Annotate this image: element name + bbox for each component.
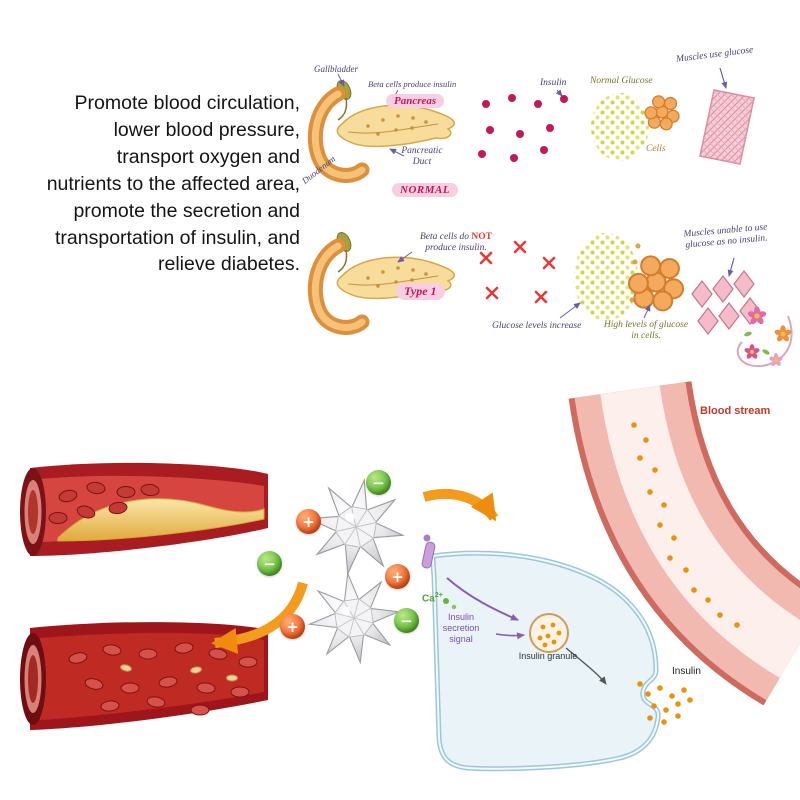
muscle-lattice-type1 <box>691 257 761 335</box>
intro-text: Promote blood circulation, lower blood p… <box>46 92 300 276</box>
plus-badge: + <box>296 509 321 534</box>
minus-badge: − <box>394 608 419 633</box>
pancreas-pill: Pancreas <box>386 94 445 108</box>
secretion-signal-label: Insulin secretion signal <box>442 612 480 644</box>
minus-badge: − <box>366 470 391 495</box>
insulin-dots <box>478 94 568 162</box>
beta-cells-label: Beta cells produce insulin <box>368 79 457 89</box>
artery-blocked-illustration <box>20 462 268 556</box>
exocytosis-arrow-icon <box>565 647 607 685</box>
calcium-label: Ca2+ <box>422 592 443 605</box>
blood-vessel-illustration <box>568 380 800 706</box>
gallbladder-label: Gallbladder <box>314 64 358 74</box>
cells-label: Cells <box>646 144 666 154</box>
beta-cells-not-label: Beta cells do NOT produce insulin. <box>419 232 493 254</box>
normal-pill: NORMAL <box>392 183 459 197</box>
receptor-icon <box>421 541 436 569</box>
type1-pill: Type 1 <box>396 283 445 300</box>
glucose-increase-label: Glucose levels increase <box>492 321 582 331</box>
artery-clear-illustration <box>20 622 268 730</box>
curved-arrow-right-icon <box>422 489 499 522</box>
curved-arrow-left-icon <box>211 581 308 654</box>
plus-badge: + <box>385 564 410 589</box>
high-levels-label: High levels of glucose in cells. <box>603 320 689 342</box>
high-levels-arrow-icon <box>643 304 651 319</box>
insulin-label: Insulin <box>540 78 567 88</box>
muscle-fibers-normal <box>699 67 755 165</box>
insulin-in-bloodstream-dots <box>631 422 740 628</box>
cells-cluster-type1 <box>627 255 685 312</box>
signal-arrow-icon <box>446 577 519 621</box>
cells-cluster-normal <box>644 95 680 131</box>
blood-stream-label: Blood stream <box>700 405 771 417</box>
normal-glucose-label: Normal Glucose <box>590 76 653 86</box>
insulin-label-arrow-icon <box>555 89 563 97</box>
minus-badge: − <box>257 551 282 576</box>
plus-badge: + <box>280 614 305 639</box>
ligand-icon <box>423 534 431 542</box>
normal-glucose-dots <box>591 93 649 161</box>
flowers-decoration <box>736 306 793 368</box>
cell-membrane-diagram <box>421 534 693 772</box>
secreted-insulin-dots <box>637 681 693 725</box>
signal-to-granule-arrow-icon <box>495 632 525 640</box>
glucose-increase-arrow-icon <box>559 302 581 319</box>
pancreas-type1-illustration <box>315 230 454 327</box>
insulin-granule-icon <box>529 613 569 653</box>
pancreatic-duct-label: Pancreatic Duct <box>401 146 443 168</box>
insulin-secreted-label: Insulin <box>672 666 701 677</box>
insulin-granule-label: Insulin granule <box>518 651 578 661</box>
